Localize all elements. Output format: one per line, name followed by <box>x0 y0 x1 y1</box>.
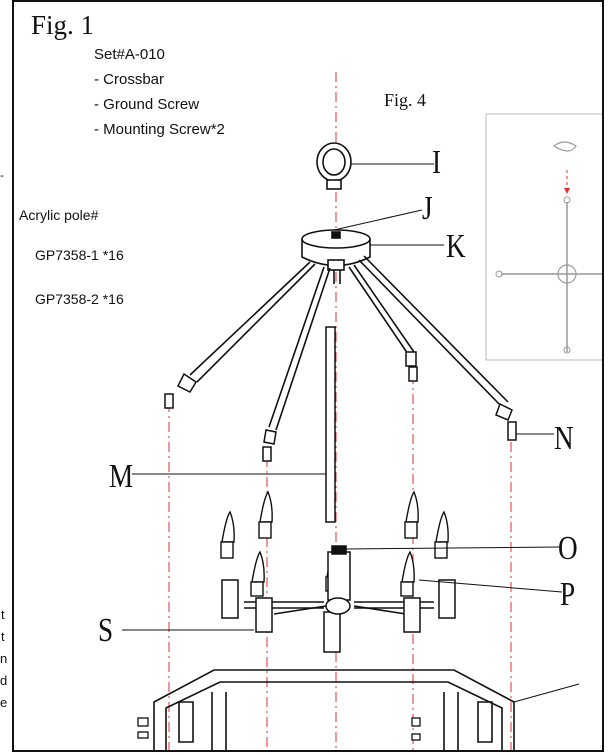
chandelier-diagram <box>122 72 602 750</box>
label-j: J <box>422 190 433 227</box>
chandelier-arms <box>189 255 509 431</box>
label-s: S <box>98 612 114 649</box>
side-fragment-5: e <box>0 695 8 710</box>
inset-title: Fig. 4 <box>384 90 427 110</box>
inset-canopy-icon <box>552 141 577 152</box>
set-item-crossbar: - Crossbar <box>94 71 165 88</box>
pole-item-1: GP7358-1 *16 <box>35 247 124 263</box>
arm-screws <box>164 351 517 462</box>
part-m-pole <box>325 326 336 523</box>
cups <box>221 579 456 653</box>
frame-nuts <box>137 717 421 741</box>
set-item-mounting-screw: - Mounting Screw*2 <box>94 121 225 138</box>
label-m: M <box>109 458 134 495</box>
figure-frame: Fig. 1 Set#A-010 - Crossbar - Ground Scr… <box>12 0 604 752</box>
pole-heading: Acrylic pole# <box>19 207 99 223</box>
label-n: N <box>554 420 574 457</box>
part-i-loop <box>316 142 352 190</box>
set-parts-list: Set#A-010 - Crossbar - Ground Screw - Mo… <box>94 42 225 142</box>
side-fragment-2: t <box>1 629 5 644</box>
side-fragment-4: d <box>0 673 8 688</box>
label-p: P <box>560 576 576 613</box>
label-k: K <box>446 228 466 265</box>
pole-item-2: GP7358-2 *16 <box>35 291 124 307</box>
fig4-inset <box>485 113 602 361</box>
label-o: O <box>558 530 578 567</box>
part-k-canopy <box>301 229 371 271</box>
label-i: I <box>432 144 442 181</box>
part-o-center-body <box>327 545 351 601</box>
set-item-ground-screw: - Ground Screw <box>94 96 200 113</box>
side-fragment-3: n <box>0 651 8 666</box>
lower-frame <box>153 669 515 750</box>
figure-title: Fig. 1 <box>31 10 95 40</box>
side-fragment-1: t <box>1 607 5 622</box>
left-edge-mark: - <box>0 168 4 182</box>
set-label: Set#A-010 <box>94 46 165 63</box>
